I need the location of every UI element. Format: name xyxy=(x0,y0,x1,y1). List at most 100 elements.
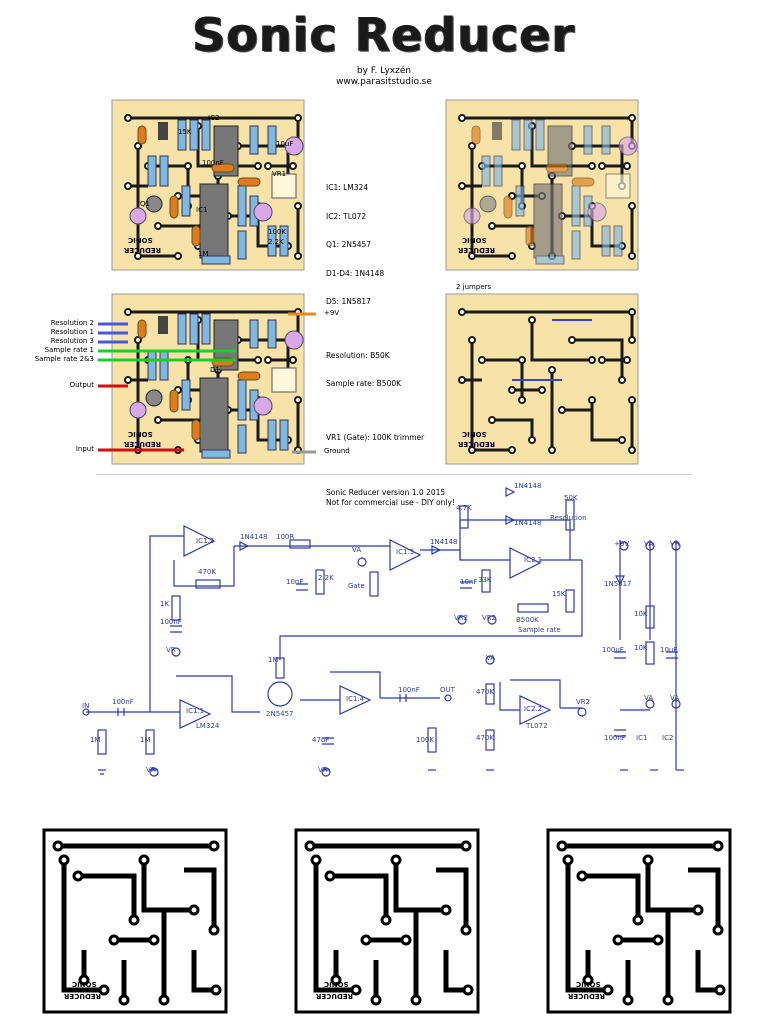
sch-100nf-a: 100nF xyxy=(160,618,182,626)
schematic-license: Not for commercial use - DIY only! xyxy=(326,498,455,507)
wire-label-9v: +9V xyxy=(324,309,340,317)
sch-vr2-a: VR2 xyxy=(454,614,469,622)
wire-label-resolution-3: Resolution 3 xyxy=(50,337,94,345)
wire-label-input: Input xyxy=(75,445,94,453)
parts-line: Sample rate: B500K xyxy=(326,379,402,388)
sch-10uf: 10uF xyxy=(660,646,678,654)
parts-line: IC1: LM324 xyxy=(326,183,369,192)
sch-va-3: VA xyxy=(486,654,496,662)
offboard-wires xyxy=(98,312,316,454)
schematic-diagram xyxy=(82,487,684,777)
board-layout-top-left xyxy=(111,99,305,271)
parts-line: VR1 (Gate): 100K trimmer xyxy=(326,432,425,442)
sch-ic1-2: IC1.2 xyxy=(196,537,215,545)
author-line: by F. Lyxzén xyxy=(356,66,412,76)
sch-470k-c: 470K xyxy=(476,734,494,742)
sch-vr-c: VR xyxy=(146,766,156,774)
board1-cap-10uf: 10uF xyxy=(276,140,294,148)
sch-ic1-4: IC1.4 xyxy=(346,695,365,703)
page-title: Sonic Reducer xyxy=(192,8,576,62)
board-layout-top-right xyxy=(445,99,639,271)
sch-va-1: VA xyxy=(352,546,362,554)
sch-1m-c: 1M xyxy=(268,656,279,664)
board-layout-traces xyxy=(445,293,639,465)
sch-ic2: IC2 xyxy=(662,734,674,742)
sch-vr2-c: VR2 xyxy=(576,698,591,706)
board1-q1-label: Q1 xyxy=(140,200,150,208)
sch-out: OUT xyxy=(440,686,455,694)
wire-label-ground: Ground xyxy=(324,447,350,455)
sch-vr-a: VR xyxy=(166,646,176,654)
section-divider xyxy=(96,474,692,475)
etch2-label-reducer: REDUCER xyxy=(316,992,353,1000)
sch-2-2k: 2.2K xyxy=(318,574,334,582)
sch-10nf-b: 10nF xyxy=(460,578,478,586)
board1-cap-100nf: 100nF xyxy=(202,159,224,167)
wire-label-output: Output xyxy=(69,381,94,389)
board1-res-100k: 100K xyxy=(268,228,286,236)
sch-1m-b: 1M xyxy=(140,736,151,744)
sch-d4-1n4148: 1N4148 xyxy=(514,519,542,527)
sch-d2-1n4148: 1N4148 xyxy=(430,538,458,546)
wire-label-resolution-2: Resolution 2 xyxy=(50,319,94,327)
sch-100nf-b: 100nF xyxy=(112,698,134,706)
etch3-label-reducer: REDUCER xyxy=(568,992,605,1000)
board3-d1-label: D1 xyxy=(210,366,220,374)
sch-10k-a: 10K xyxy=(634,610,648,618)
sch-1m-a: 1M xyxy=(90,736,101,744)
sch-15k: 15K xyxy=(552,590,566,598)
sch-ic1-1: IC1.1 xyxy=(186,707,205,715)
etch1-label-reducer: REDUCER xyxy=(64,992,101,1000)
wire-label-resolution-1: Resolution 1 xyxy=(50,328,94,336)
sch-va-2: VA xyxy=(644,540,654,548)
sch-100k: 100K xyxy=(416,736,434,744)
sch-470k-b: 470K xyxy=(476,688,494,696)
sch-d3-1n4148: 1N4148 xyxy=(514,482,542,490)
sch-2n5457: 2N5457 xyxy=(266,710,294,718)
parts-list: IC1: LM324 IC2: TL072 Q1: 2N5457 D1-D4: … xyxy=(326,164,424,452)
sch-1n5817: 1N5817 xyxy=(604,580,632,588)
board1-res-1m: 1M xyxy=(198,250,209,258)
sch-ic1-3: IC1.3 xyxy=(396,548,415,556)
jumpers-note: 2 jumpers xyxy=(456,283,492,291)
sch-10k-b: 10K xyxy=(634,644,648,652)
sch-10nf: 10nF xyxy=(286,578,304,586)
board1-res-2-2k: 2.2K xyxy=(268,238,284,246)
sch-resolution: Resolution xyxy=(550,514,587,522)
sch-gate: Gate xyxy=(348,582,365,590)
sch-50k: 50K xyxy=(564,494,578,502)
sch-100r: 100R xyxy=(276,533,295,541)
board-views xyxy=(98,99,639,465)
sch-ic2-1: IC2.1 xyxy=(524,556,543,564)
board1-ic2-label: IC2 xyxy=(208,114,220,122)
sch-vr2-b: VR2 xyxy=(482,614,497,622)
wire-label-sample-rate-2-3: Sample rate 2&3 xyxy=(34,355,94,363)
sch-lm324: LM324 xyxy=(196,722,220,730)
board-layout-wiring xyxy=(111,293,305,465)
parts-line: D1-D4: 1N4148 xyxy=(326,268,385,278)
sch-va-5: VA xyxy=(670,694,680,702)
sch-tl072: TL072 xyxy=(526,722,548,730)
sch-vr-b: VR xyxy=(670,540,680,548)
wire-label-sample-rate-1: Sample rate 1 xyxy=(44,346,94,354)
sch-ic1: IC1 xyxy=(636,734,648,742)
board1-ic1-label: IC1 xyxy=(196,206,208,214)
sch-1k: 1K xyxy=(160,600,170,608)
parts-line: Q1: 2N5457 xyxy=(326,240,372,249)
sch-470k: 470K xyxy=(198,568,216,576)
etch3-label-sonic: SONIC xyxy=(576,980,601,988)
sch-sample-rate: Sample rate xyxy=(518,626,561,634)
sch-d-1n4148: 1N4148 xyxy=(240,533,268,541)
sch-ic2-2: IC2.2 xyxy=(524,705,543,713)
sch-b500k: B500K xyxy=(516,616,539,624)
sch-33k: 33K xyxy=(478,576,492,584)
parts-line: Resolution: B50K xyxy=(326,350,390,360)
sch-100uf: 100uF xyxy=(602,646,624,654)
sch-in: IN xyxy=(82,702,90,710)
sch-va-4: VA xyxy=(644,694,654,702)
etch1-label-sonic: SONIC xyxy=(72,980,97,988)
parts-line: IC2: TL072 xyxy=(326,211,367,221)
sch-100nf-d: 100nF xyxy=(604,734,626,742)
website-line: www.parasitstudio.se xyxy=(336,77,432,87)
